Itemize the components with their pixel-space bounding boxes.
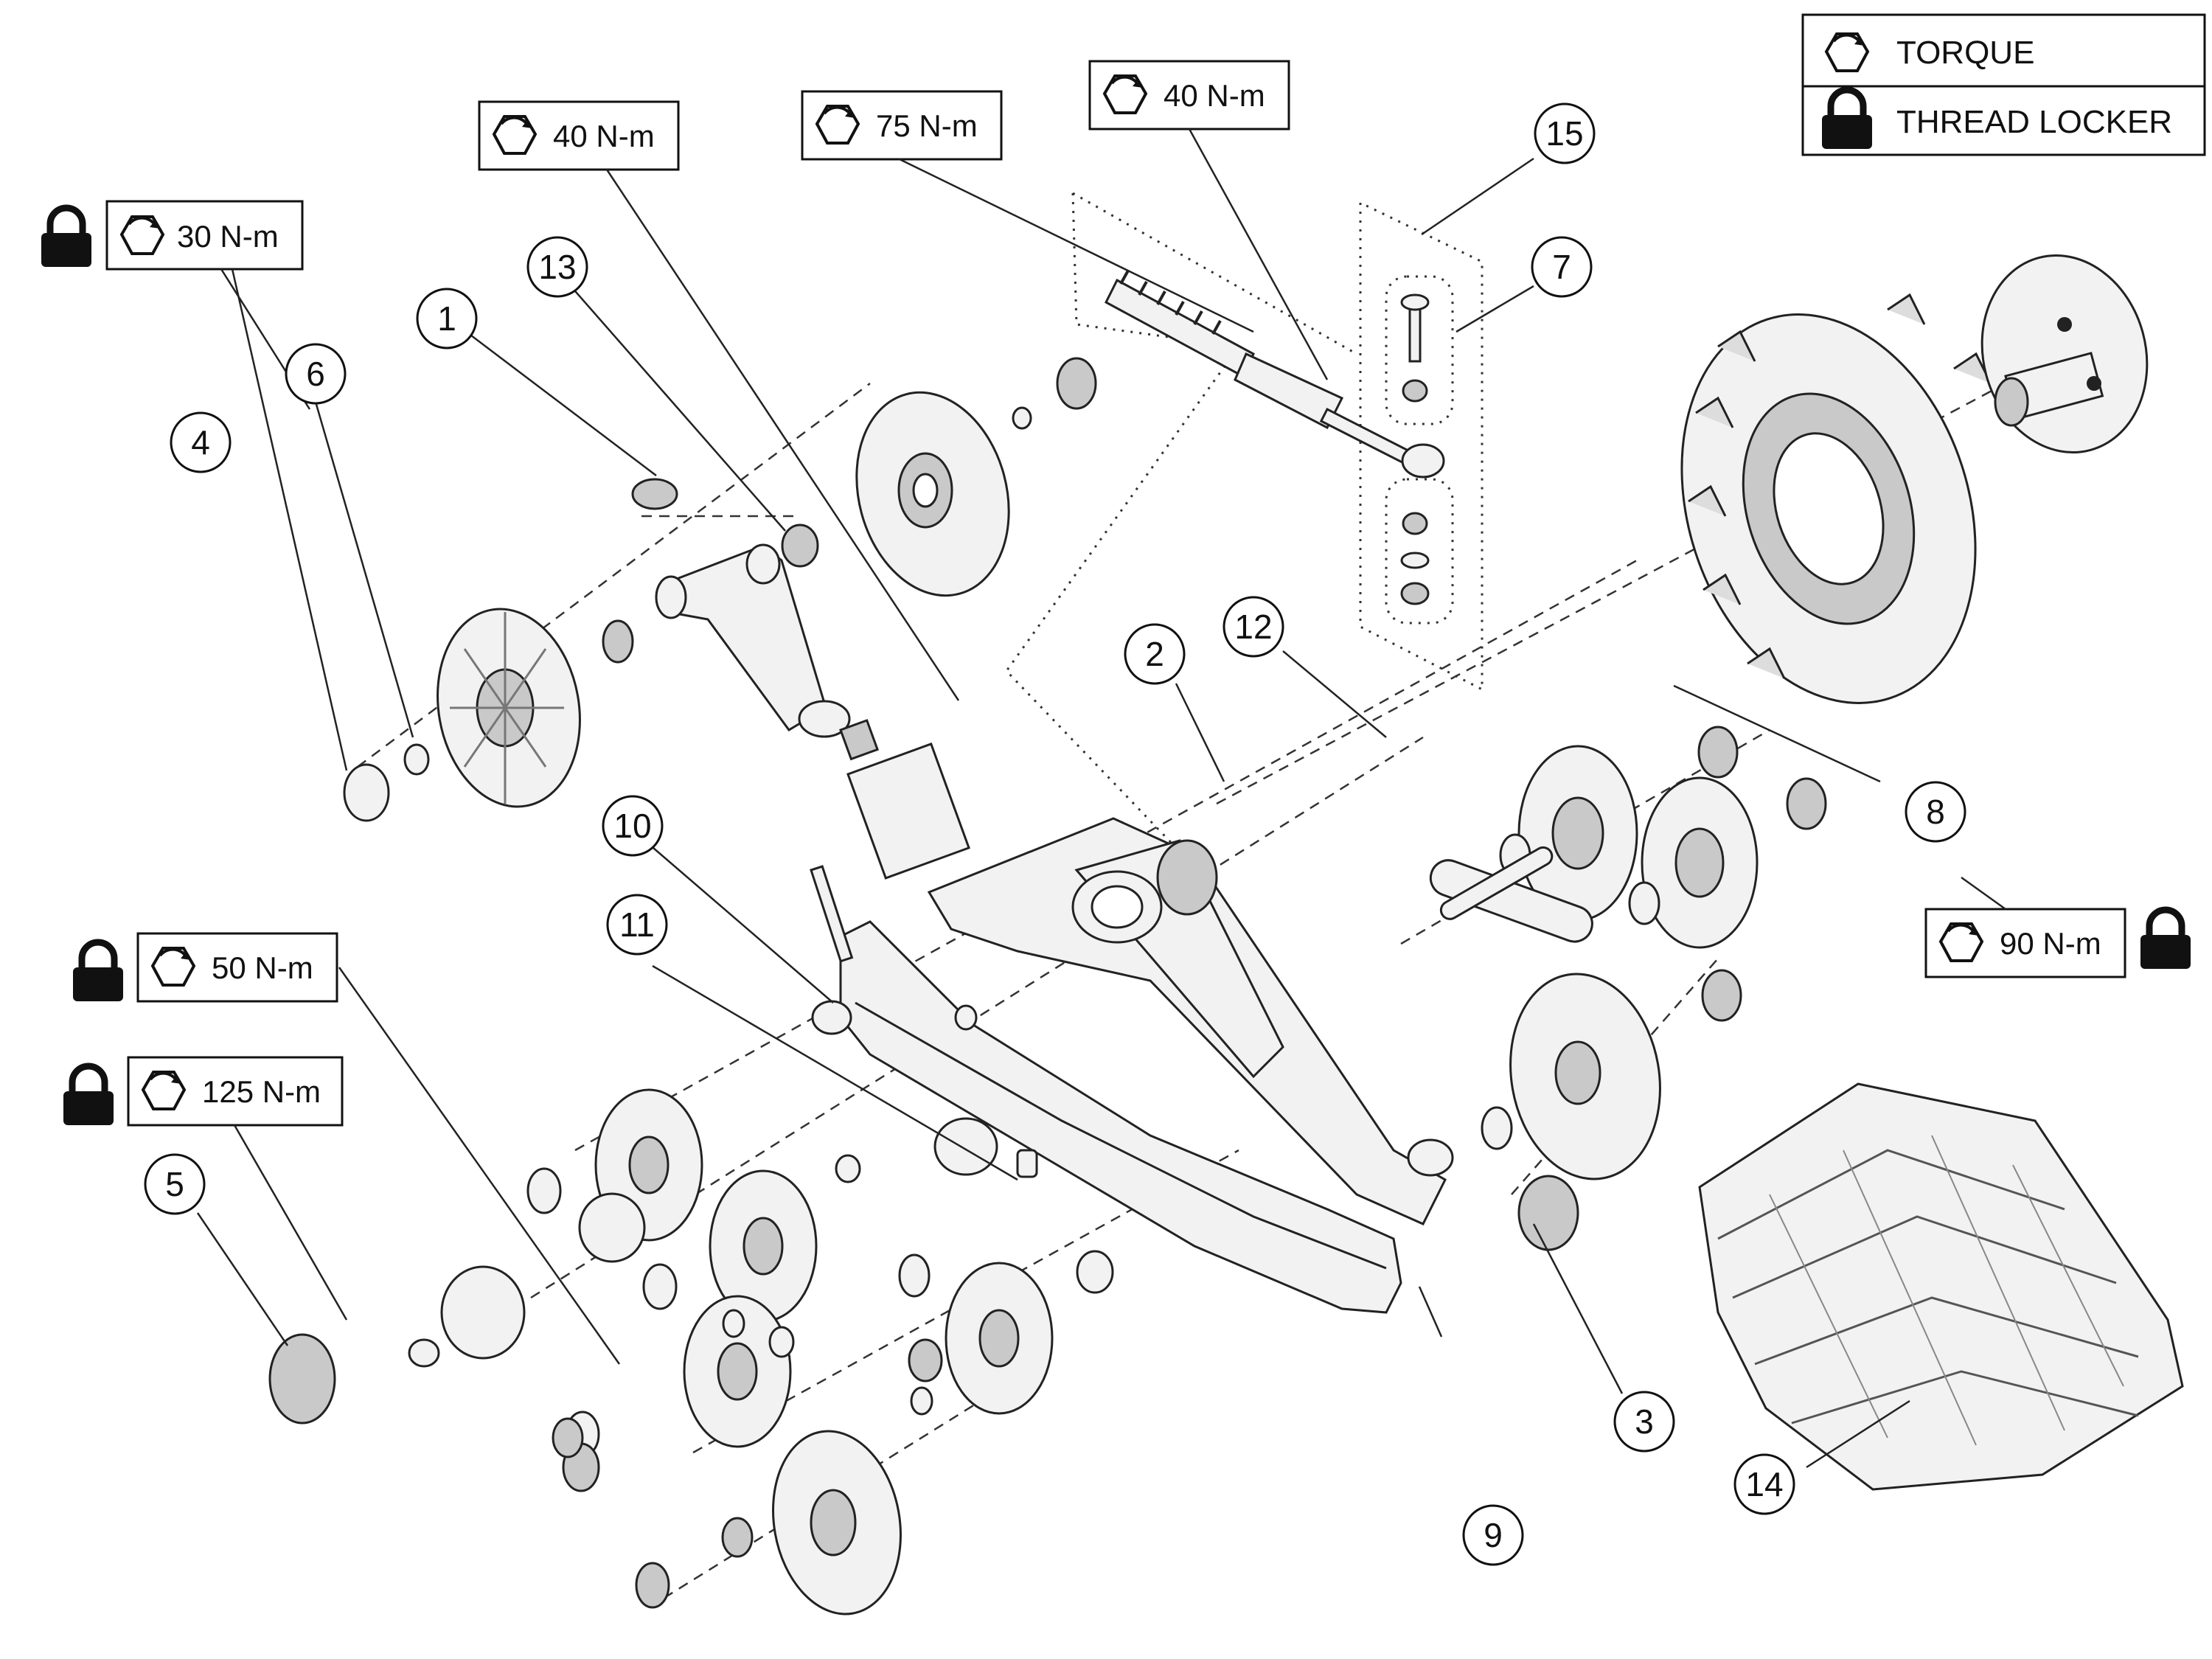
callout-10: 10 [602,795,664,857]
torque-box-125: 125 N-m [63,1056,344,1125]
torque-value: 30 N-m [177,219,279,254]
callout-7: 7 [1531,236,1593,298]
callout-6: 6 [285,343,347,405]
callout-number: 9 [1484,1516,1503,1554]
torque-value: 50 N-m [212,950,313,985]
torque-icon [151,947,195,987]
callout-9: 9 [1462,1504,1524,1566]
callout-5: 5 [144,1153,206,1215]
torque-box-30: 30 N-m [41,200,304,271]
callout-number: 10 [613,807,651,845]
callout-8: 8 [1905,781,1966,843]
callout-number: 1 [437,299,456,338]
callout-11: 11 [606,894,668,956]
callout-number: 3 [1635,1402,1654,1441]
upper-idler-wheel [855,357,1097,597]
callout-15: 15 [1534,102,1596,164]
torque-value: 75 N-m [876,108,978,143]
callout-number: 15 [1545,114,1583,153]
callout-4: 4 [170,411,232,473]
torque-box-90: 90 N-m [1924,909,2191,978]
callout-number: 7 [1552,248,1571,286]
torque-icon [1825,32,1869,72]
torque-icon [493,115,537,155]
callout-13: 13 [526,236,588,298]
callout-14: 14 [1733,1453,1795,1515]
callout-3: 3 [1613,1391,1675,1453]
track [1698,1082,2184,1491]
legend-torque-label: TORQUE [1896,35,2034,71]
rail-idler-wheels [268,865,1579,1615]
slide-rail [839,920,1402,1314]
padlock-icon [63,1066,114,1125]
torque-box-75: 75 N-m [801,90,1003,161]
torque-value: 40 N-m [553,119,655,153]
callout-1: 1 [416,288,478,349]
shock-absorber [1105,270,1445,479]
leader-lines [196,128,2006,1469]
callout-number: 2 [1145,635,1164,673]
callout-number: 14 [1745,1465,1783,1503]
torque-icon [120,215,164,255]
torque-value: 40 N-m [1164,78,1265,113]
callout-number: 6 [306,355,325,393]
torque-icon [142,1071,186,1110]
callout-number: 4 [191,423,210,462]
callout-number: 12 [1234,608,1272,646]
rear-axle [1429,846,1593,943]
shock-hardware [1400,293,1430,605]
drive-sprocket [1680,293,1992,704]
callout-12: 12 [1222,596,1284,658]
callout-number: 5 [165,1165,184,1203]
rear-idler-wheels [1481,726,1827,1180]
torque-icon [1103,74,1147,114]
padlock-icon [2140,910,2191,969]
drive-shaft-flange [1980,254,2149,453]
torque-box-40-shock-upper: 40 N-m [1088,60,1290,131]
legend-thread-locker-label: THREAD LOCKER [1896,104,2172,140]
callout-number: 8 [1926,793,1945,831]
torque-value: 90 N-m [2000,926,2101,961]
legend: TORQUE THREAD LOCKER [1801,13,2206,156]
front-spoked-wheel [343,608,634,822]
torque-icon [1939,922,1983,962]
front-arm [631,478,970,880]
torque-icon [815,105,860,145]
torque-box-40-shock-lower: 40 N-m [478,100,680,171]
callout-number: 13 [538,248,576,286]
callout-number: 11 [619,905,655,944]
shock-assembly-envelope [1005,192,1484,853]
torque-box-50: 50 N-m [73,932,338,1001]
padlock-icon [41,208,91,267]
torque-value: 125 N-m [202,1074,321,1109]
suspension-arm [927,817,1454,1225]
padlock-icon [73,942,123,1001]
callout-2: 2 [1124,623,1186,685]
